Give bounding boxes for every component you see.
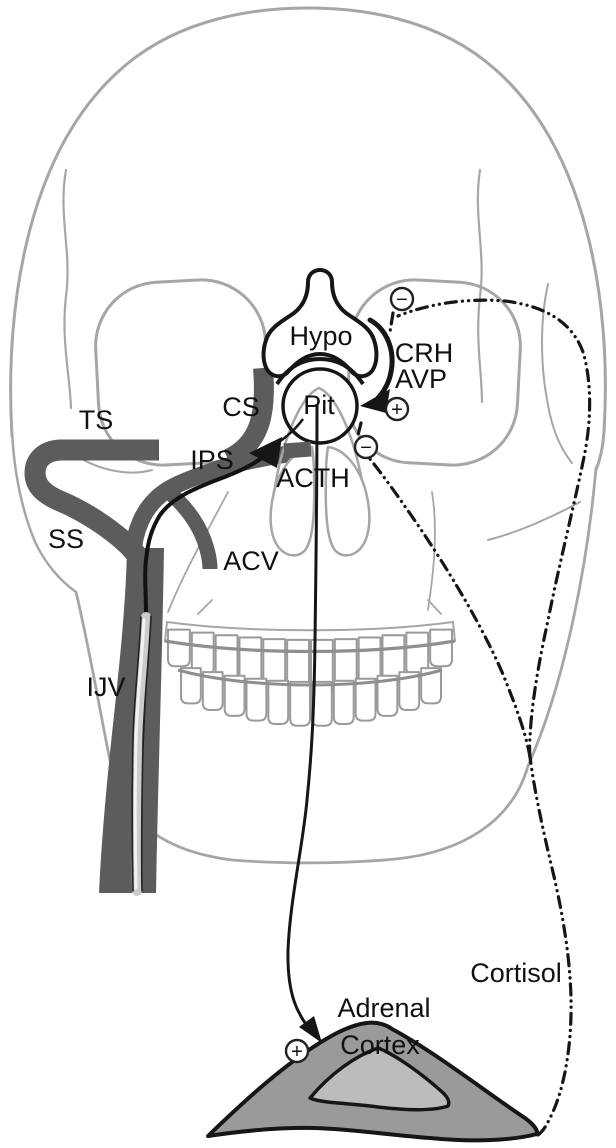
label-sigmoid-sinus: SS [48,524,84,554]
pituitary-shape [281,367,359,445]
label-pituitary: Pit [303,390,335,420]
internal-jugular-vein [99,548,164,893]
label-cortisol: Cortisol [470,958,562,988]
left-nasal-lobe [269,445,316,557]
cortisol-branch-to-hypothalamus [396,298,592,759]
tooth [167,628,191,668]
label-cortex: Cortex [340,1030,420,1060]
label-hypothalamus: Hypo [289,321,352,351]
label-avp: AVP [395,364,447,394]
tooth [201,671,224,711]
minus-glyph: − [396,289,408,311]
maxilla-band-right-edge [452,621,456,642]
pituitary-feedback-tick [356,421,363,437]
tooth [376,674,399,717]
hpa-structures [261,268,379,443]
tooth [180,667,202,705]
left-face-side [10,430,78,594]
right-zygomatic-arch [487,501,581,541]
hypothalamus-shape [261,268,379,379]
pituitary-fill [283,369,357,443]
acth-to-ips-arrowhead [249,437,282,468]
plus-sign-adrenal-stimulation: + [284,1038,310,1064]
left-temporal-line [62,168,73,410]
right-nasal-lobe [324,445,371,557]
labels: TS CS IPS SS ACV IJV Hypo Pit CRH AVP AC… [48,321,562,1060]
minus-glyph: − [360,437,372,459]
left-maxilla-notch [197,599,213,615]
crh-avp-arrowhead [360,389,390,413]
cortisol-feedback-loop [356,298,592,1137]
label-adrenal: Adrenal [337,993,430,1023]
tooth [354,677,377,722]
right-temporal-line [476,168,484,404]
maxilla-band-left-edge [164,621,168,642]
minus-sign-pituitary-feedback: − [353,434,379,460]
label-crh: CRH [395,338,454,368]
tooth [398,671,421,711]
right-ips-stub [283,441,312,459]
catheter-sheath-right-edge [140,615,152,892]
tooth [289,680,311,727]
adrenal-medulla-shape [308,1046,451,1112]
anterior-condylar-vein [160,483,218,570]
label-cavernous-sinus: CS [222,392,260,422]
right-orbit-rim-line [541,283,573,464]
cortisol-line-from-adrenal [528,755,573,1137]
hypothalamus-feedback-tick [388,311,395,334]
tooth [332,679,355,726]
tooth [245,677,268,722]
tooth [429,628,453,668]
adrenal-gland [206,1020,540,1143]
hormone-arrows [249,317,395,1043]
label-transverse-sinus: TS [79,405,114,435]
label-anterior-condylar-vein: ACV [223,546,279,576]
plus-sign-pituitary-stimulation: + [384,396,410,422]
acth-to-adrenal-line [286,403,319,1037]
acth-to-adrenal-arrowhead [299,1016,322,1043]
right-maxilla-notch [427,599,442,615]
lower-teeth [180,667,442,727]
catheter [131,454,266,896]
maxilla-band-top [166,621,454,632]
plus-glyph: + [291,1041,303,1063]
cranium-dome [9,6,607,472]
left-cheek-line [167,491,229,613]
upper-alveolar-ridge [164,639,456,654]
label-acth: ACTH [276,463,350,493]
label-inferior-petrosal-sinus: IPS [190,445,234,475]
cortisol-branch-to-pituitary [368,457,532,759]
tooth [223,674,246,717]
sellar-arc [275,356,365,386]
minus-sign-hypothalamus-feedback: − [389,286,415,312]
lower-alveolar-ridge [177,668,443,687]
signs: − + − + [284,286,415,1064]
catheter-sheath-left-edge [131,616,142,892]
nasal-aperture [269,386,371,557]
label-internal-jugular-vein: IJV [86,672,125,702]
catheter-sheath-highlight [133,618,146,890]
tooth [420,667,442,705]
tooth [267,679,290,726]
plus-glyph: + [391,399,403,421]
cavernous-sinus [223,367,274,469]
